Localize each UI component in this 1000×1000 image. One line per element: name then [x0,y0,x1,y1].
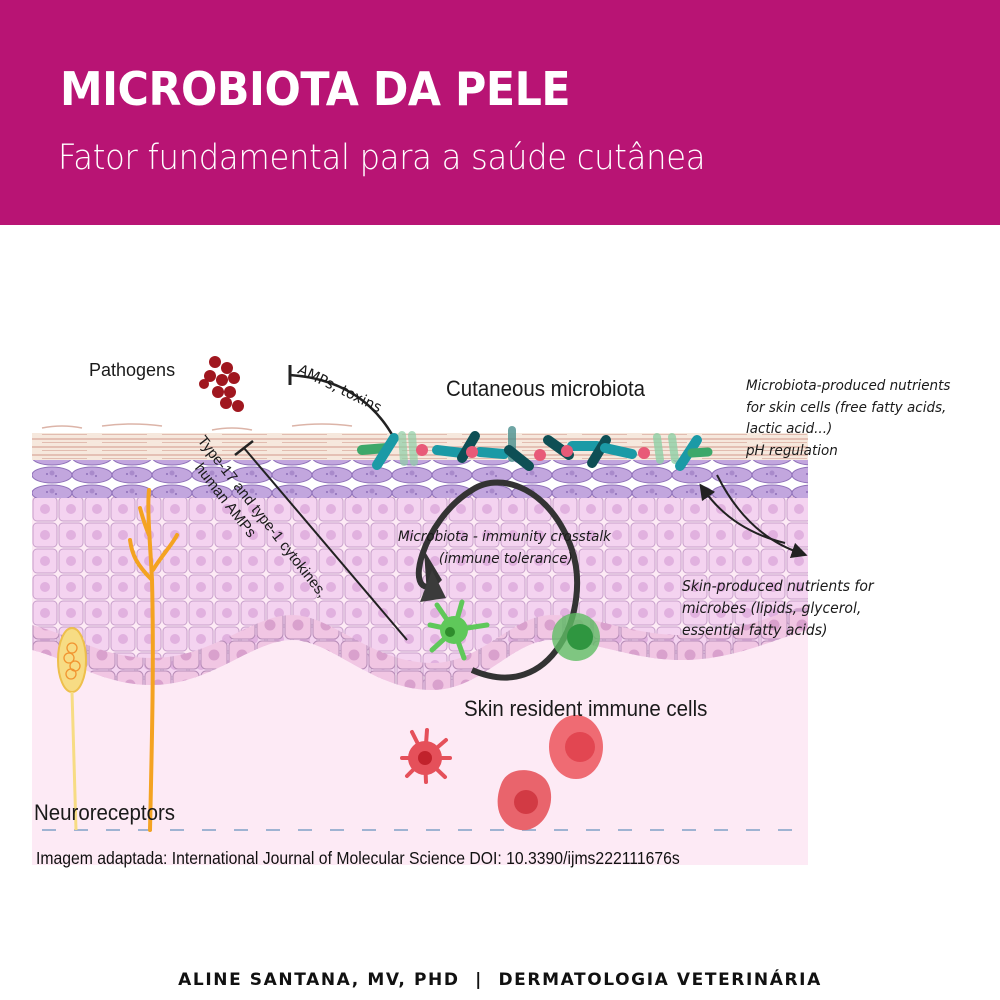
lamellar-corpuscle-icon [57,627,87,831]
lymphocyte-icon [552,613,600,661]
neuroreceptors-label: Neuroreceptors [34,800,176,825]
crosstalk-cycle-arrow [415,479,581,681]
pathogens-label: Pathogens [89,360,176,380]
footer-signature: ALINE SANTANA, MV, PHD | DERMATOLOGIA VE… [0,970,1000,990]
skin-microbiota-diagram: Pathogens AMPs, toxins Cutaneous microbi… [32,340,950,875]
cutaneous-microbiota-label: Cutaneous microbiota [446,376,646,401]
nutrient-arrow-down [716,474,808,558]
crosstalk-label: Microbiota - immunity crosstalk (immune … [398,529,611,567]
footer-author: ALINE SANTANA, MV, PHD [178,970,460,990]
nutrient-arrow-up [699,483,786,544]
microbiota-nutrients-label: Microbiota-produced nutrients for skin c… [746,378,951,459]
nerve-ending-icon [128,488,179,832]
page-subtitle: Fator fundamental para a saúde cutânea [58,138,706,178]
footer-separator: | [475,970,483,990]
cocci-icons [416,444,650,461]
red-dendritic-cell-icon [400,728,452,784]
red-lymphocyte-icon [549,715,603,779]
skin-layers-illustration [32,356,808,865]
header-banner: MICROBIOTA DA PELE Fator fundamental par… [0,0,1000,225]
skin-nutrients-label: Skin-produced nutrients for microbes (li… [682,577,874,639]
amps-inhibition-arrow [289,373,396,439]
immune-cells-label: Skin resident immune cells [464,696,708,721]
red-macrophage-icon [497,770,552,831]
pathogens-icon [199,356,244,412]
dendritic-cell-icon [427,599,490,661]
image-credit: Imagem adaptada: International Journal o… [36,848,680,868]
footer-specialty: DERMATOLOGIA VETERINÁRIA [498,970,822,990]
cytokines-inhibition-arrow [243,447,408,641]
basal-layer [32,605,808,690]
page-title: MICROBIOTA DA PELE [60,62,571,116]
bacteria-icons [357,426,713,471]
